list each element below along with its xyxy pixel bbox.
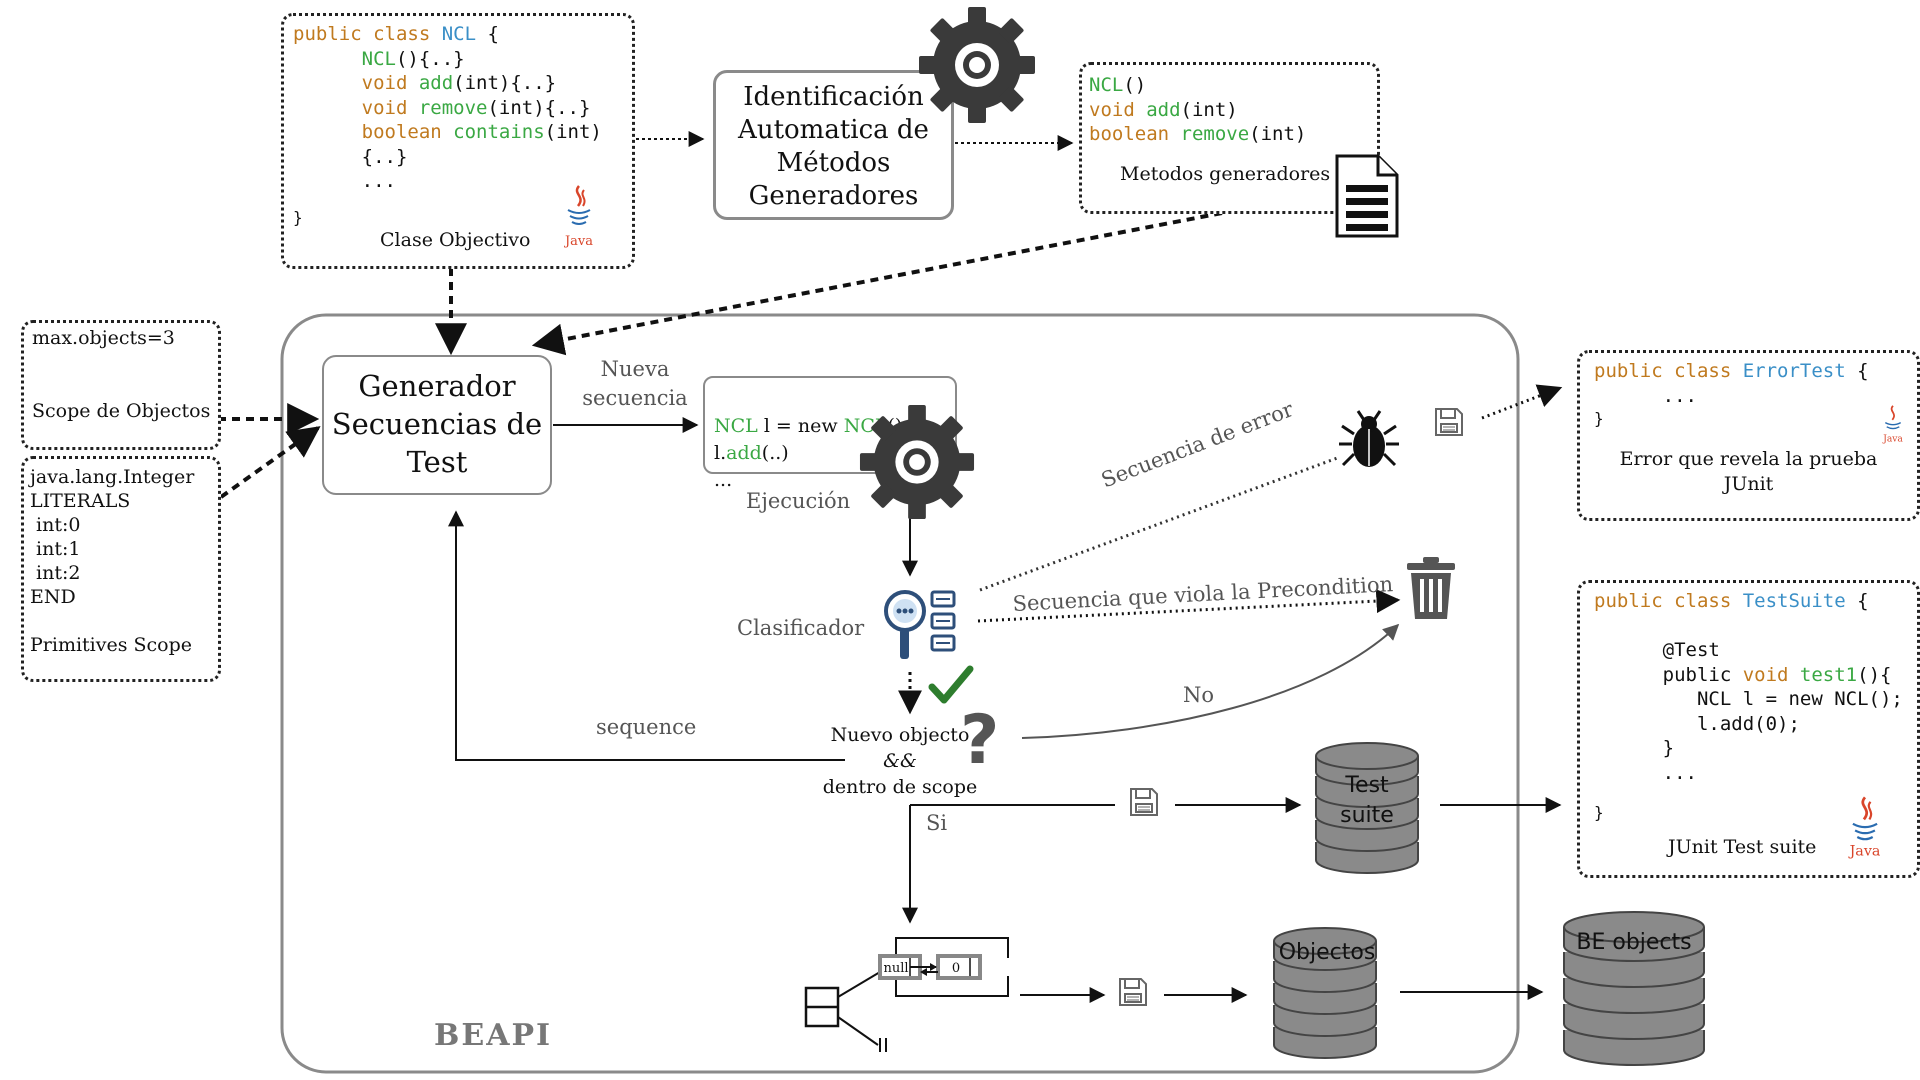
gear-icon <box>858 403 976 521</box>
java-icon: Java <box>1848 793 1882 860</box>
arrow-error-to-errortest <box>1481 384 1563 420</box>
document-icon <box>1334 153 1400 239</box>
identificacion-line3: Métodos <box>776 148 891 178</box>
metodos-label: Metodos generadores <box>1120 163 1331 185</box>
junit-test-suite-label: JUnit Test suite <box>1668 836 1817 858</box>
arrow-error-sequence <box>979 455 1341 592</box>
arrow-sequence-loop <box>448 510 845 761</box>
generador-box: Generador Secuencias de Test <box>322 355 552 495</box>
metodos-box: NCL() void add(int) boolean remove(int) … <box>1079 62 1380 214</box>
svg-text:Java: Java <box>1882 435 1903 445</box>
no-label: No <box>1183 683 1215 707</box>
clase-objetivo-close: } <box>293 208 303 227</box>
identificacion-box: Identificación Automatica de Métodos Gen… <box>713 70 954 220</box>
check-icon <box>928 665 974 707</box>
beapi-label: BEAPI <box>434 1018 553 1053</box>
svg-text:0: 0 <box>952 961 960 976</box>
arrow-primitives-to-generador <box>219 426 321 499</box>
identificacion-line4: Generadores <box>748 181 919 211</box>
scope-max-objects: max.objects=3 <box>32 327 175 349</box>
generador-line3: Test <box>406 445 468 479</box>
svg-text:Java: Java <box>564 234 593 249</box>
arrow-metodos-to-generador <box>531 211 1223 356</box>
arrow-precondition <box>977 589 1401 623</box>
floppy-icon <box>1128 786 1160 818</box>
identificacion-line1: Identificación <box>743 82 924 112</box>
database-icon <box>1270 927 1380 1067</box>
beapi-frame <box>280 313 1520 1074</box>
clase-objetivo-label: Clase Objectivo <box>380 229 531 251</box>
objectos-db-label: Objectos <box>1278 940 1376 965</box>
java-icon: Java <box>1882 403 1904 445</box>
scope-objectos-box: max.objects=3 Scope de Objectos <box>21 320 221 450</box>
svg-text:Java: Java <box>1848 844 1881 859</box>
floppy-icon <box>1117 976 1149 1008</box>
clase-objetivo-code: public class NCL { NCL(){..} void add(in… <box>293 23 602 192</box>
database-icon <box>1560 910 1708 1070</box>
error-test-box: public class ErrorTest { ... } Error que… <box>1577 350 1920 521</box>
decision-label: Nuevo objecto && dentro de scope <box>822 724 978 798</box>
primitives-label: Primitives Scope <box>30 634 193 656</box>
bug-icon <box>1336 408 1402 474</box>
classifier-icon <box>880 586 960 666</box>
be-objects-db-label: BE objects <box>1576 930 1692 955</box>
arrow-no <box>1021 623 1400 739</box>
java-icon: Java <box>563 182 594 252</box>
si-label: Si <box>926 811 948 835</box>
scope-objectos-label: Scope de Objectos <box>32 400 211 422</box>
generador-line1: Generador <box>358 369 516 403</box>
clase-objetivo-box: public class NCL { NCL(){..} void add(in… <box>281 13 635 269</box>
ejecucion-label: Ejecución <box>746 489 851 513</box>
question-icon: ? <box>960 701 1000 780</box>
sequence-label: sequence <box>596 715 697 739</box>
gear-icon <box>917 5 1037 125</box>
identificacion-line2: Automatica de <box>738 115 929 145</box>
junit-test-suite-box: public class TestSuite { @Test public vo… <box>1577 580 1920 878</box>
floppy-icon <box>1433 406 1465 438</box>
generador-line2: Secuencias de <box>331 407 543 441</box>
trash-icon <box>1405 555 1457 621</box>
database-icon <box>1312 742 1422 882</box>
node-icon: null 0 <box>798 930 1018 1060</box>
clasificador-label: Clasificador <box>737 616 865 640</box>
svg-text:null: null <box>883 961 908 976</box>
